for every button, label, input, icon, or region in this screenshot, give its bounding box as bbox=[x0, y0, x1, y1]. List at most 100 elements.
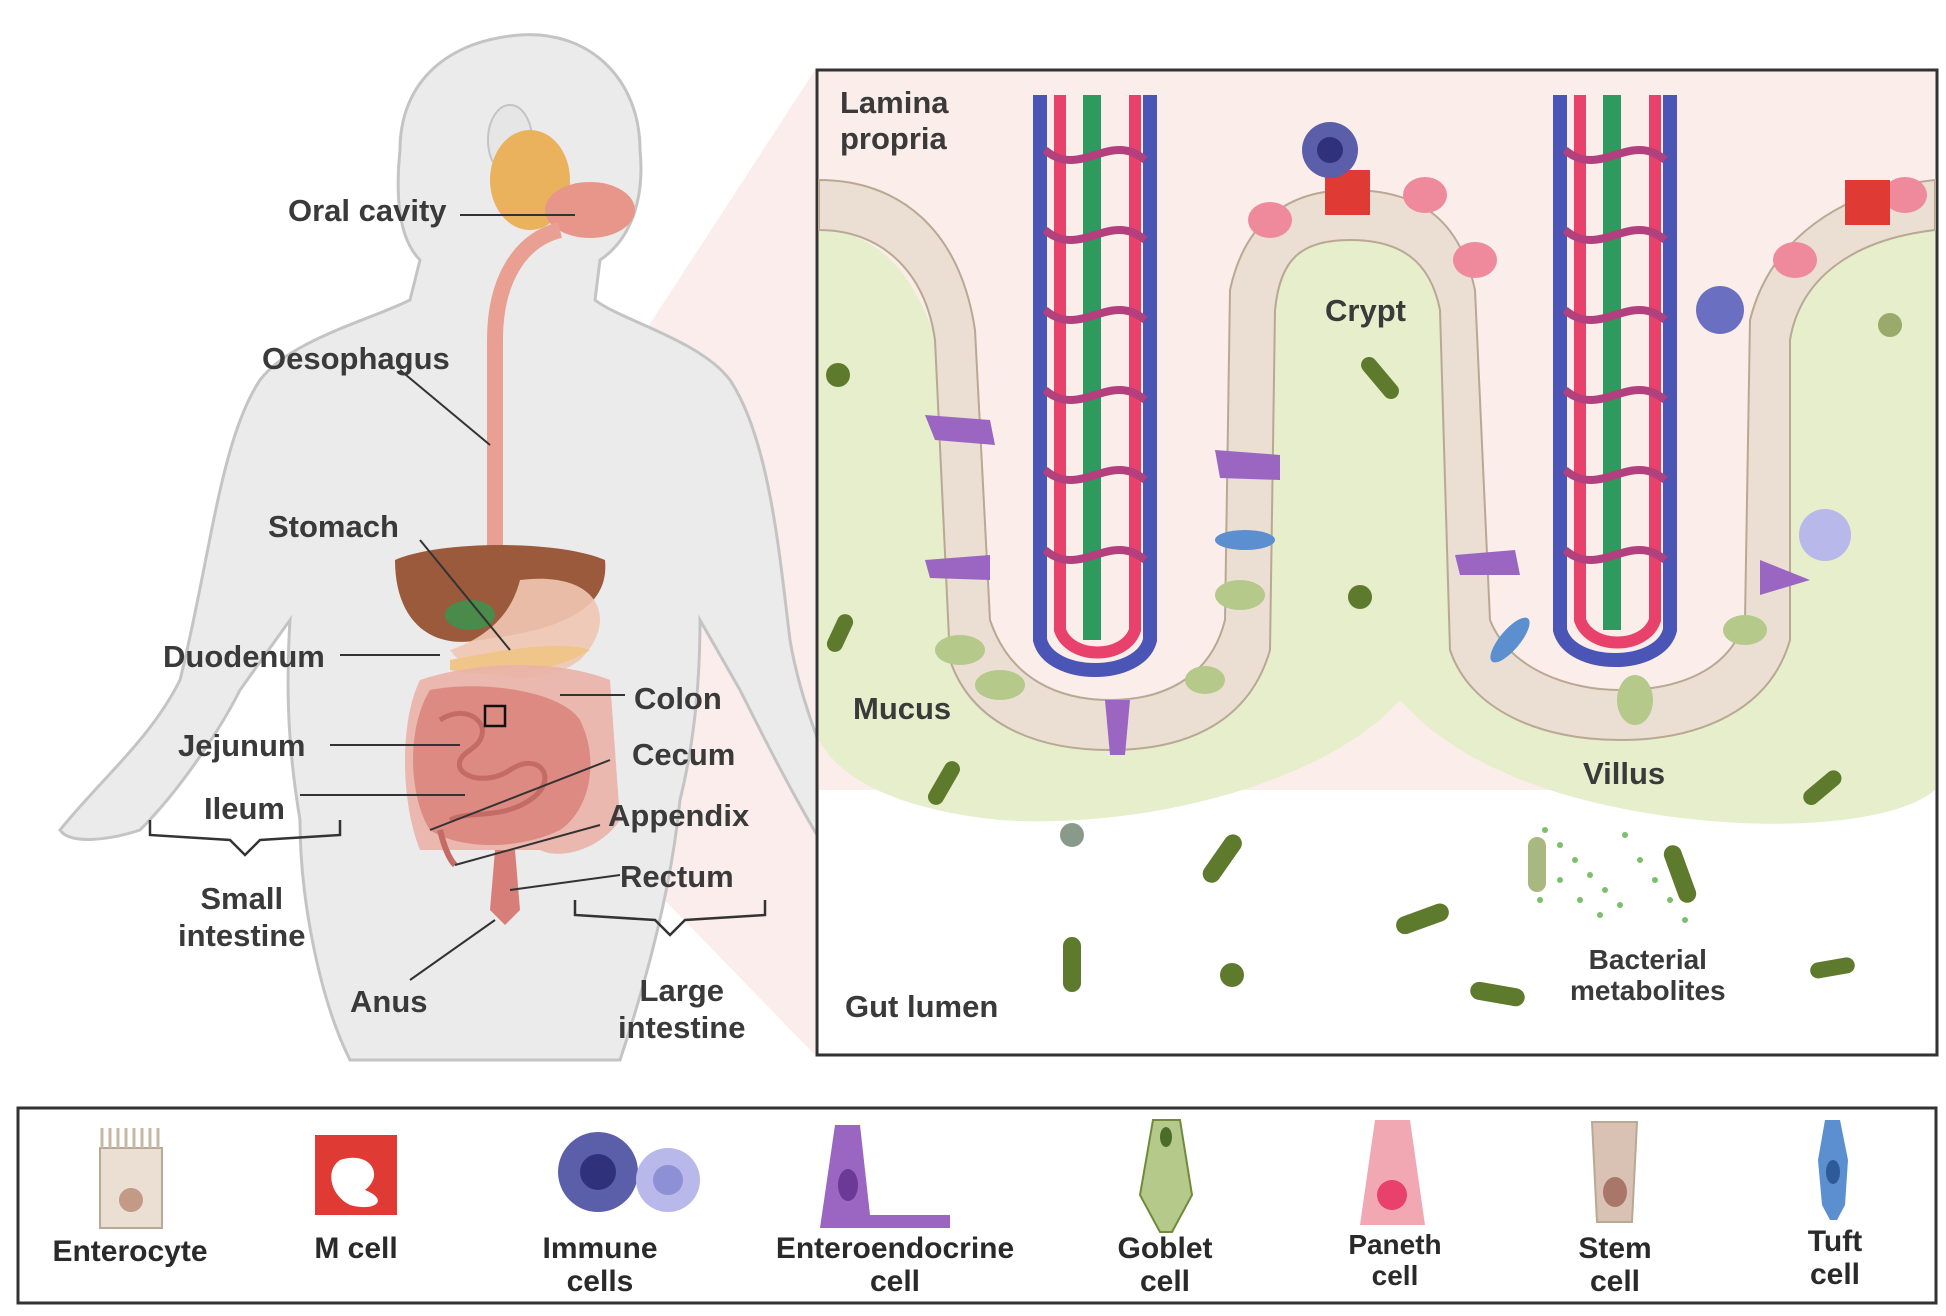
oesophagus-tube bbox=[487, 222, 563, 560]
enteroendocrine-cell-a bbox=[925, 415, 995, 445]
legend-line1: Paneth bbox=[1348, 1229, 1442, 1260]
label-lamina-propria: Lamina propria bbox=[840, 85, 949, 156]
rectum-organ bbox=[490, 850, 520, 925]
bacterium bbox=[1361, 356, 1399, 400]
zoom-square bbox=[483, 704, 507, 728]
label-small-intestine: Small intestine bbox=[178, 880, 305, 954]
label-arrows bbox=[300, 214, 625, 981]
bacterium bbox=[1470, 981, 1525, 1007]
small-intestine-organ bbox=[413, 686, 591, 845]
label-appendix: Appendix bbox=[608, 798, 750, 833]
legend-label-paneth-cell: Paneth cell bbox=[1325, 1229, 1465, 1292]
label-oral-cavity: Oral cavity bbox=[288, 193, 447, 228]
enteroendocrine-cell-c bbox=[1215, 450, 1280, 480]
legend-line1: Goblet bbox=[1117, 1232, 1213, 1265]
bacterium bbox=[928, 761, 960, 805]
large-intestine-line2: intestine bbox=[618, 1010, 746, 1046]
immune-cells-icon bbox=[558, 1132, 700, 1212]
large-intestine-brace bbox=[573, 900, 767, 937]
bacterium bbox=[1396, 903, 1449, 935]
label-crypt: Crypt bbox=[1325, 293, 1406, 328]
goblet-cell-d bbox=[1185, 666, 1225, 694]
immune-cell-a-nucleus bbox=[1317, 137, 1343, 163]
bacterium bbox=[826, 614, 854, 652]
legend-label-enterocyte: Enterocyte bbox=[40, 1235, 220, 1268]
paneth-cell-c bbox=[1453, 242, 1497, 278]
villus-vessels-2 bbox=[1553, 95, 1677, 667]
label-bacterial-metabolites: Bacterial metabolites bbox=[1570, 944, 1726, 1007]
stem-cell-icon bbox=[1590, 1121, 1639, 1223]
enteroendocrine-cell-b bbox=[925, 555, 990, 580]
label-duodenum: Duodenum bbox=[163, 639, 325, 674]
goblet-cell-f bbox=[1723, 615, 1767, 645]
legend-line1: Tuft bbox=[1807, 1225, 1863, 1258]
enteroendocrine-cell-icon bbox=[820, 1125, 950, 1228]
label-jejunum: Jejunum bbox=[178, 728, 306, 763]
enteroendocrine-cell-d bbox=[1455, 550, 1520, 575]
tuft-cell-icon bbox=[1818, 1120, 1848, 1220]
lamina-propria-line2: propria bbox=[840, 120, 947, 156]
small-intestine-brace bbox=[148, 820, 342, 857]
legend-line1: Enteroendocrine bbox=[775, 1232, 1015, 1265]
goblet-cell-e bbox=[1617, 675, 1653, 725]
paneth-cell-a bbox=[1248, 202, 1292, 238]
tuft-cell-b bbox=[1490, 617, 1530, 663]
legend-line2: cells bbox=[566, 1265, 634, 1298]
mucus-layer bbox=[819, 220, 1935, 824]
legend-label-immune-cells: Immune cells bbox=[520, 1232, 680, 1298]
legend-label-goblet-cell: Goblet cell bbox=[1100, 1232, 1230, 1298]
gallbladder bbox=[445, 600, 495, 630]
mouth-cavity bbox=[545, 182, 635, 238]
m-cell-icon bbox=[315, 1135, 397, 1215]
goblet-cell-a bbox=[935, 635, 985, 665]
immune-cell-b bbox=[1799, 509, 1851, 561]
immune-cell-c bbox=[1696, 286, 1744, 334]
bacterium-coccus bbox=[1220, 963, 1244, 987]
legend-line1: Stem bbox=[1578, 1232, 1652, 1265]
bacterium bbox=[1810, 957, 1855, 979]
bacterium-coccus bbox=[826, 363, 850, 387]
bacterium bbox=[1528, 837, 1546, 892]
bacterium bbox=[1803, 770, 1842, 805]
paneth-cell-d bbox=[1773, 242, 1817, 278]
bacteria bbox=[826, 313, 1902, 1007]
label-ileum: Ileum bbox=[204, 791, 285, 826]
legend-line1: Enterocyte bbox=[52, 1235, 208, 1268]
legend-line2: cell bbox=[1139, 1265, 1191, 1298]
label-rectum: Rectum bbox=[620, 859, 734, 894]
label-stomach: Stomach bbox=[268, 509, 399, 544]
legend-line1: M cell bbox=[314, 1232, 398, 1265]
legend-line1: Immune bbox=[542, 1232, 658, 1265]
epithelial-cells bbox=[925, 170, 1927, 755]
bacterial-metabolites-line1: Bacterial bbox=[1588, 944, 1707, 975]
intestine-folds bbox=[438, 711, 548, 823]
goblet-cell-b bbox=[975, 670, 1025, 700]
legend-label-tuft-cell: Tuft cell bbox=[1780, 1225, 1890, 1291]
label-colon: Colon bbox=[634, 681, 722, 716]
bacterium bbox=[1063, 937, 1081, 992]
paneth-cell-e bbox=[1883, 177, 1927, 213]
small-intestine-line2: intestine bbox=[178, 918, 306, 954]
label-large-intestine: Large intestine bbox=[618, 972, 745, 1046]
bacterium-coccus bbox=[1060, 823, 1084, 847]
legend-line2: cell bbox=[1809, 1258, 1861, 1291]
legend-label-m-cell: M cell bbox=[286, 1232, 426, 1265]
enterocyte-icon bbox=[99, 1128, 163, 1229]
bacterium-coccus bbox=[1348, 585, 1372, 609]
legend-label-stem-cell: Stem cell bbox=[1555, 1232, 1675, 1298]
legend-line2: cell bbox=[1589, 1265, 1641, 1298]
villus-vessels-1 bbox=[1033, 95, 1157, 677]
goblet-cell-c bbox=[1215, 580, 1265, 610]
label-gut-lumen: Gut lumen bbox=[845, 989, 999, 1024]
appendix-organ bbox=[437, 829, 458, 868]
epithelium-band bbox=[818, 178, 1936, 752]
small-intestine-line1: Small bbox=[200, 881, 284, 916]
paneth-cell-icon bbox=[1360, 1120, 1425, 1225]
bacterium-coccus bbox=[1878, 313, 1902, 337]
enteroendocrine-cell-f bbox=[1105, 700, 1130, 755]
label-oesophagus: Oesophagus bbox=[262, 341, 450, 376]
bacterial-metabolites-line2: metabolites bbox=[1570, 974, 1726, 1006]
m-cell-b bbox=[1845, 180, 1890, 225]
